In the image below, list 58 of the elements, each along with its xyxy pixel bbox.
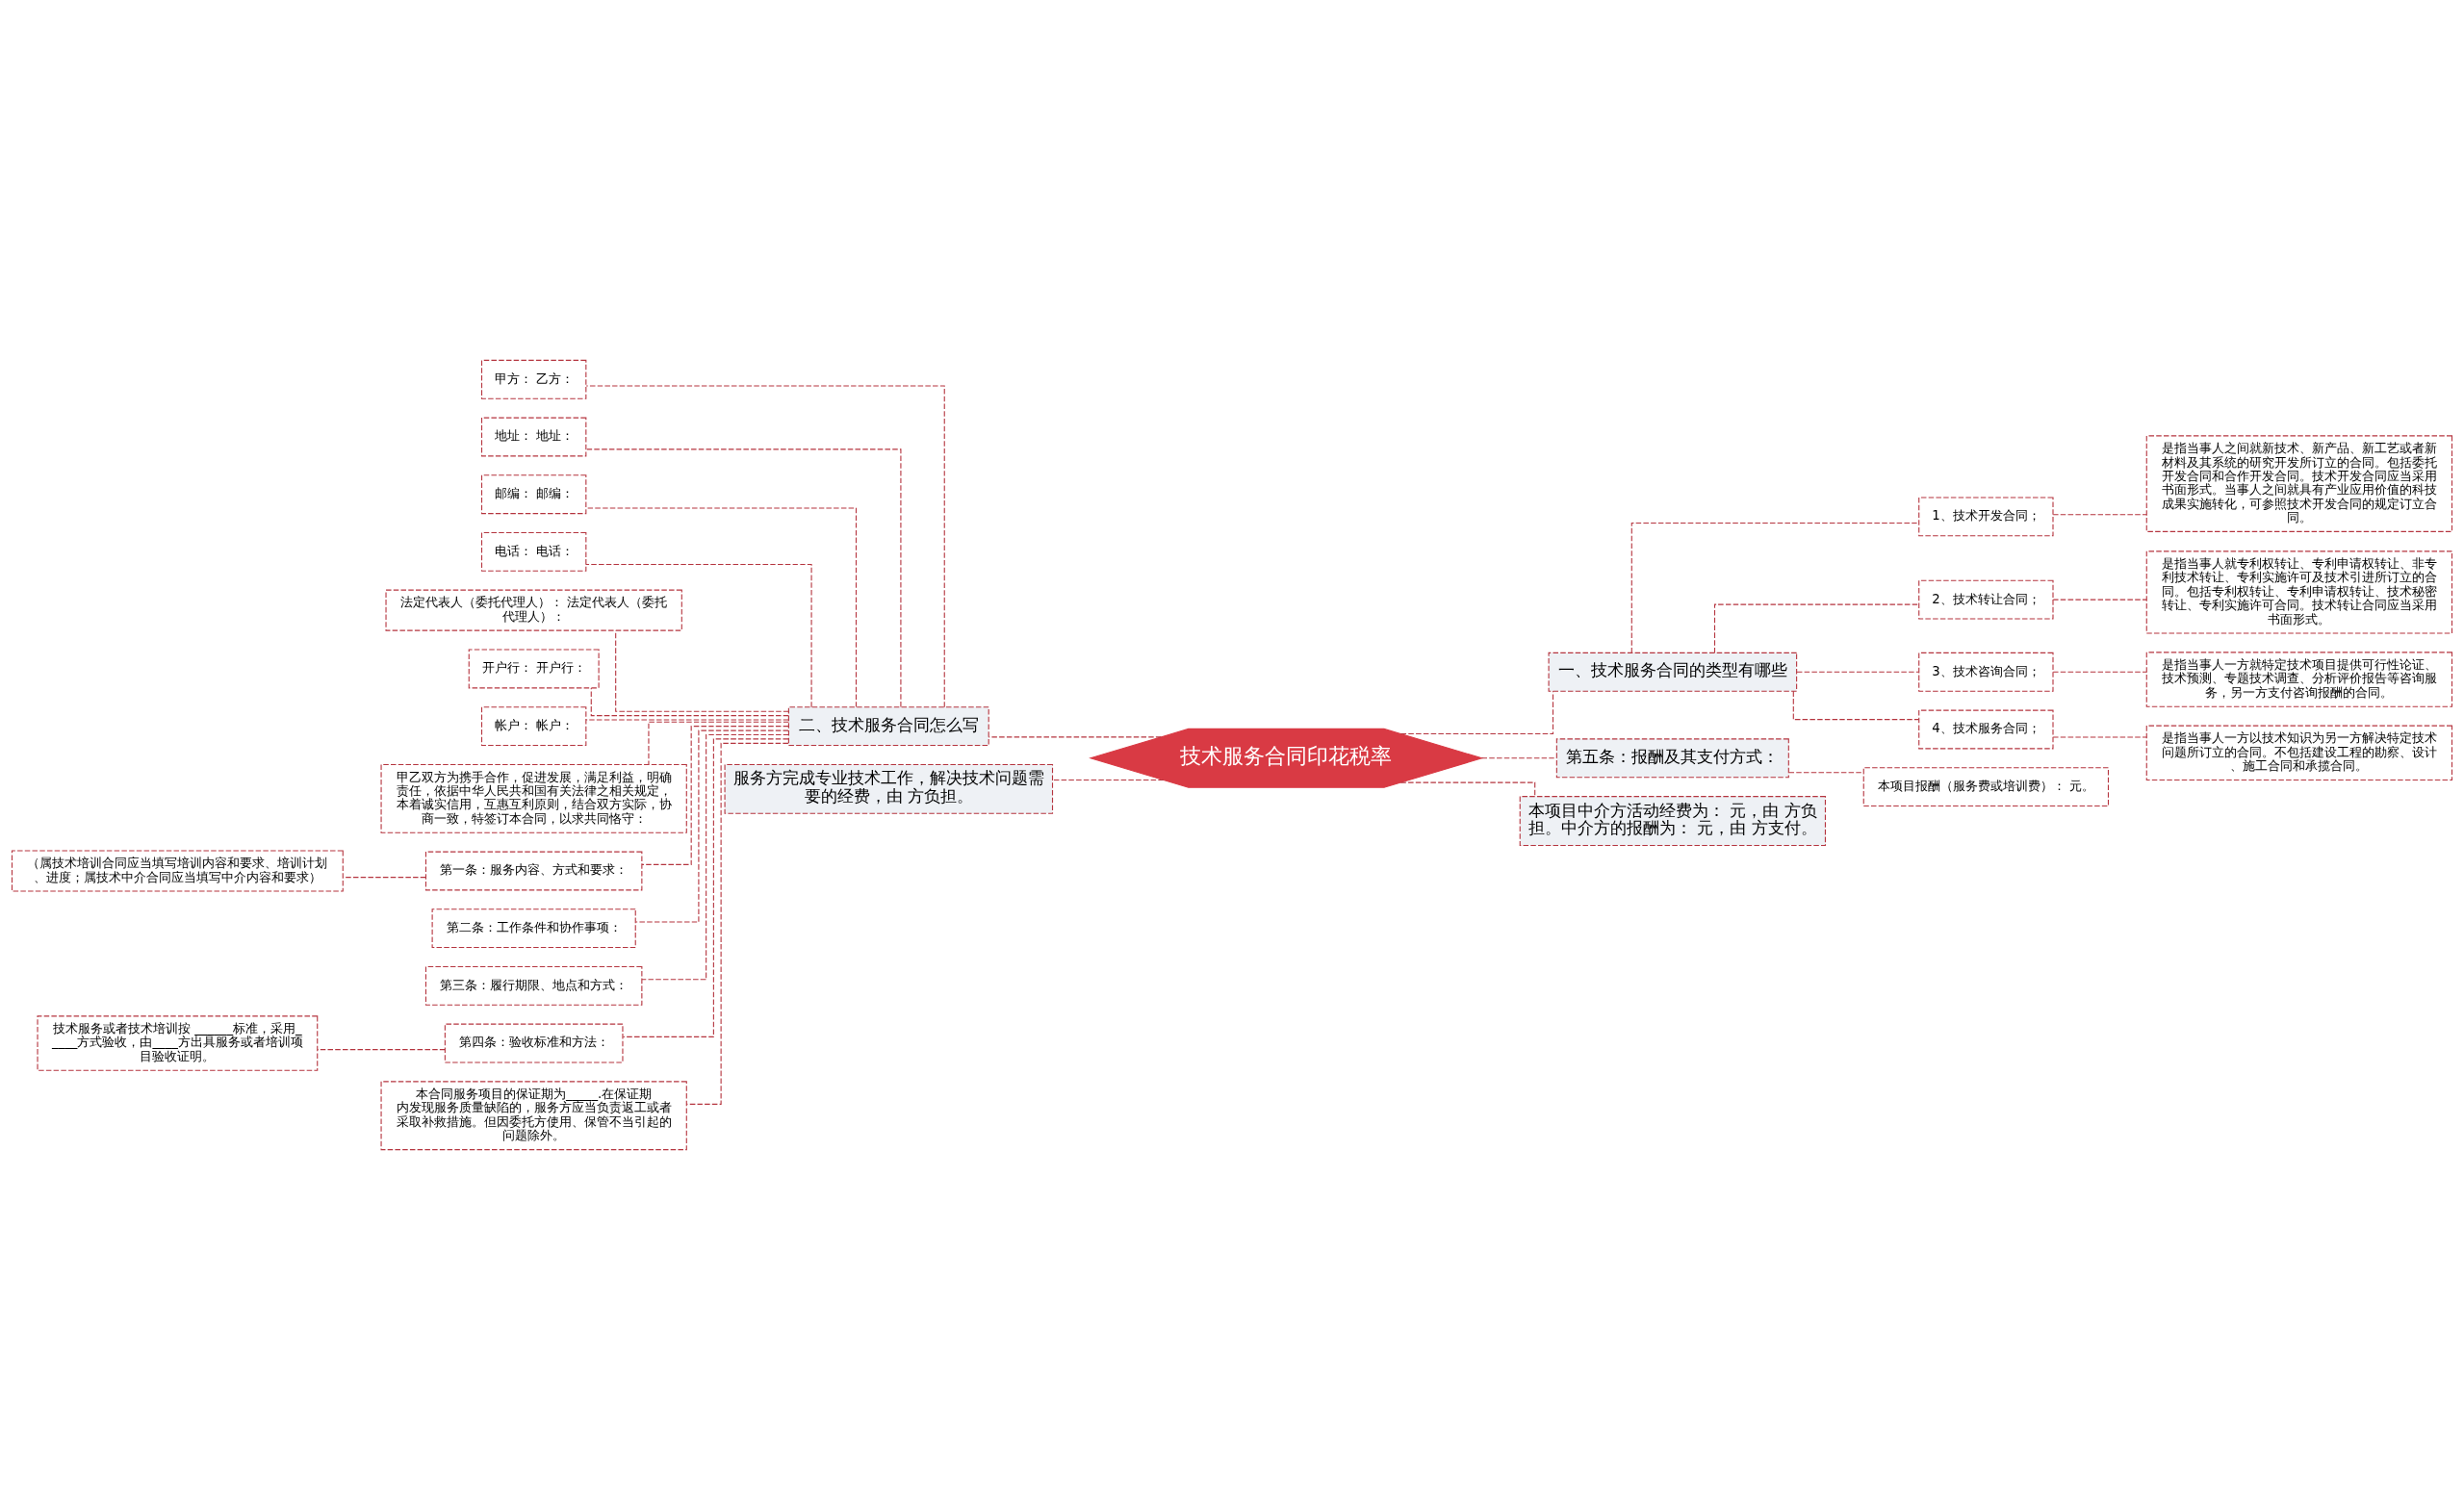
node-box: 是指当事人之间就新技术、新产品、新工艺或者新材料及其系统的研究开发所订立的合同。包括委托开发合同和合作开发合同。技术开发合同应当采用书面形式。当事人之间就具有产业应用价值的科技成果实施转化，可参照技术开发合同的规定订立合同。 [2145, 434, 2453, 532]
connector [585, 718, 789, 721]
node-box: （属技术培训合同应当填写培训内容和要求、培训计划、进度；属技术中介合同应当填写中介内容和要求） [11, 849, 344, 892]
connector [1713, 603, 1920, 653]
connector [2052, 671, 2147, 673]
node-box: 本项目报酬（服务费或培训费）： 元。 [1862, 766, 2110, 806]
connector [317, 1048, 446, 1050]
node-box: 法定代表人（委托代理人）： 法定代表人（委托代理人）： [385, 589, 682, 631]
connector [622, 737, 789, 1037]
connector [342, 876, 426, 878]
connector [1399, 781, 1536, 797]
connector [1399, 690, 1554, 734]
node-box: 本项目中介方活动经费为： 元，由 方负担。中介方的报酬为： 元，由 方支付。 [1519, 795, 1826, 846]
node-box: 是指当事人就专利权转让、专利申请权转让、非专利技术转让、专利实施许可及技术引进所订立的合同。包括专利权转让、专利申请权转让、技术秘密转让、专利实施许可合同。技术转让合同应当采用书面形式。 [2145, 550, 2453, 633]
connector [585, 563, 812, 707]
connector [2052, 599, 2147, 601]
node-box: 4、技术服务合同； [1918, 709, 2054, 749]
node-box: 服务方完成专业技术工作，解决技术问题需要的经费，由 方负担。 [724, 763, 1054, 814]
connector [1792, 690, 1920, 720]
node-box: 二、技术服务合同怎么写 [787, 705, 989, 746]
node-box: 第一条：服务内容、方式和要求： [424, 851, 643, 890]
node-box: 本合同服务项目的保证期为_____.在保证期内发现服务质量缺陷的，服务方应当负责返工或者采取补救措施。但因委托方使用、保管不当引起的问题除外。 [380, 1080, 687, 1150]
node-box: 3、技术咨询合同； [1918, 652, 2054, 692]
connector [615, 629, 789, 712]
connector [585, 448, 902, 707]
node-box: 开户行： 开户行： [468, 649, 600, 688]
connector [585, 384, 945, 707]
node-box: 第五条：报酬及其支付方式： [1555, 737, 1789, 778]
node-box: 一、技术服务合同的类型有哪些 [1548, 652, 1798, 692]
connector [635, 729, 789, 923]
connector [685, 742, 789, 1105]
node-box: 是指当事人一方就特定技术项目提供可行性论证、技术预测、专题技术调查、分析评价报告等咨询服务，另一方支付咨询报酬的合同。 [2145, 651, 2453, 707]
connector [2052, 513, 2147, 515]
connector [2052, 735, 2147, 738]
node-box: 帐户： 帐户： [480, 705, 587, 746]
connector [1480, 756, 1557, 758]
connector [1788, 771, 1864, 773]
connector [988, 735, 1162, 737]
connector [641, 733, 789, 980]
node-box: 2、技术转让合同； [1918, 579, 2054, 620]
node-box: 第二条：工作条件和协作事项： [431, 908, 636, 948]
node-box: 第三条：履行期限、地点和方式： [424, 965, 643, 1006]
connector [648, 721, 789, 765]
connector [585, 507, 858, 707]
node-box: 是指当事人一方以技术知识为另一方解决特定技术问题所订立的合同。不包括建设工程的勘察、设计、施工合同和承揽合同。 [2145, 725, 2453, 780]
node-box: 甲乙双方为携手合作，促进发展，满足利益，明确责任，依据中华人民共和国有关法律之相关规定，本着诚实信用，互惠互利原则，结合双方实际，协商一致，特签订本合同，以求共同恪守： [380, 763, 687, 833]
node-box: 地址： 地址： [480, 417, 587, 456]
connector [590, 686, 789, 716]
node-box: 电话： 电话： [480, 531, 587, 572]
node-box: 技术服务或者技术培训按 ______标准，采用_____方式验收，由____方出具服务或者培训项目验收证明。 [37, 1014, 319, 1071]
node-box: 邮编： 邮编： [480, 473, 587, 514]
node-box: 第四条：验收标准和方法： [444, 1023, 624, 1062]
node-box: 甲方： 乙方： [480, 359, 587, 399]
connector [1796, 671, 1919, 673]
node-box: 1、技术开发合同； [1918, 496, 2054, 536]
connector [1052, 779, 1165, 780]
connector [641, 725, 789, 865]
connector [1630, 522, 1920, 653]
